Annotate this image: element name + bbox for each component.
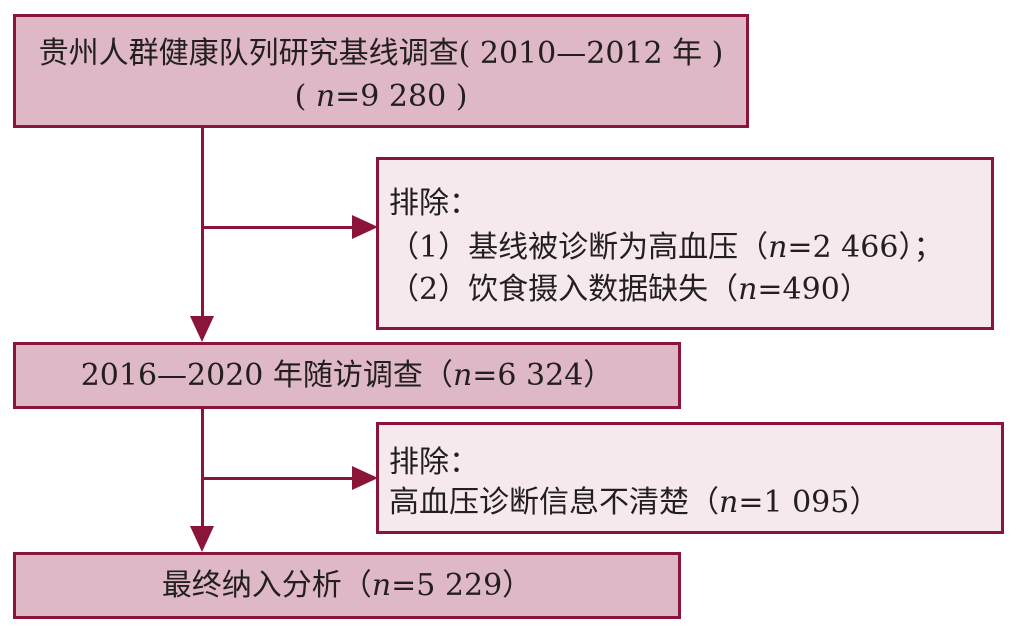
- exclusion-2-item-label: 高血压诊断信息不清楚（: [389, 485, 719, 520]
- exclusion-1-item-2-label: （2）饮食摄入数据缺失（: [389, 272, 739, 307]
- exclusion-2-item-n: n: [719, 485, 739, 520]
- main-flow-line-top: [201, 126, 204, 322]
- branch-line-1: [201, 226, 357, 229]
- final-analysis-box: 最终纳入分析（n=5 229）: [13, 552, 681, 619]
- exclusion-1-heading: 排除：: [389, 186, 479, 221]
- exclusion-1-item-2-n: n: [738, 272, 758, 307]
- exclusion-1-item-2-value: =490）: [757, 272, 870, 307]
- exclusion-1-item-1-n: n: [768, 230, 788, 265]
- baseline-cohort-box: 贵州人群健康队列研究基线调查( 2010—2012 年 ) ( n=9 280 …: [13, 14, 749, 128]
- final-analysis-value: =5 229）: [391, 568, 533, 603]
- exclusion-2-heading: 排除：: [389, 445, 479, 480]
- main-flow-line-bottom: [201, 407, 204, 531]
- exclusion-2-item: 高血压诊断信息不清楚（n=1 095）: [389, 483, 879, 523]
- followup-box: 2016—2020 年随访调查（n=6 324）: [13, 342, 681, 409]
- exclusion-box-1: 排除： （1）基线被诊断为高血压（n=2 466）； （2）饮食摄入数据缺失（n…: [376, 157, 994, 330]
- arrow-right-1: [352, 215, 378, 239]
- branch-line-2: [201, 477, 357, 480]
- baseline-cohort-count: ( n=9 280 ): [16, 77, 746, 117]
- exclusion-1-item-1: （1）基线被诊断为高血压（n=2 466）；: [389, 228, 943, 268]
- followup-n: n: [452, 358, 473, 393]
- arrow-down-2: [190, 526, 214, 552]
- followup-label: 2016—2020 年随访调查（: [80, 358, 453, 393]
- arrow-down-1: [190, 316, 214, 342]
- final-analysis-label: 最终纳入分析（: [161, 568, 372, 603]
- exclusion-2-item-value: =1 095）: [738, 485, 880, 520]
- exclusion-1-item-1-value: =2 466）；: [787, 230, 944, 265]
- baseline-cohort-title-text: 贵州人群健康队列研究基线调查( 2010—2012 年 ): [38, 36, 724, 71]
- baseline-count-open: (: [294, 79, 316, 114]
- followup-text: 2016—2020 年随访调查（n=6 324）: [16, 356, 678, 396]
- final-analysis-n: n: [371, 568, 392, 603]
- exclusion-box-2: 排除： 高血压诊断信息不清楚（n=1 095）: [376, 422, 1004, 534]
- baseline-count-n: n: [315, 79, 336, 114]
- baseline-cohort-title: 贵州人群健康队列研究基线调查( 2010—2012 年 ): [16, 34, 746, 74]
- arrow-right-2: [352, 466, 378, 490]
- final-analysis-text: 最终纳入分析（n=5 229）: [16, 566, 678, 606]
- exclusion-1-item-2: （2）饮食摄入数据缺失（n=490）: [389, 270, 870, 310]
- followup-value: =6 324）: [472, 358, 614, 393]
- baseline-count-value: =9 280 ): [335, 79, 468, 114]
- exclusion-1-item-1-label: （1）基线被诊断为高血压（: [389, 230, 769, 265]
